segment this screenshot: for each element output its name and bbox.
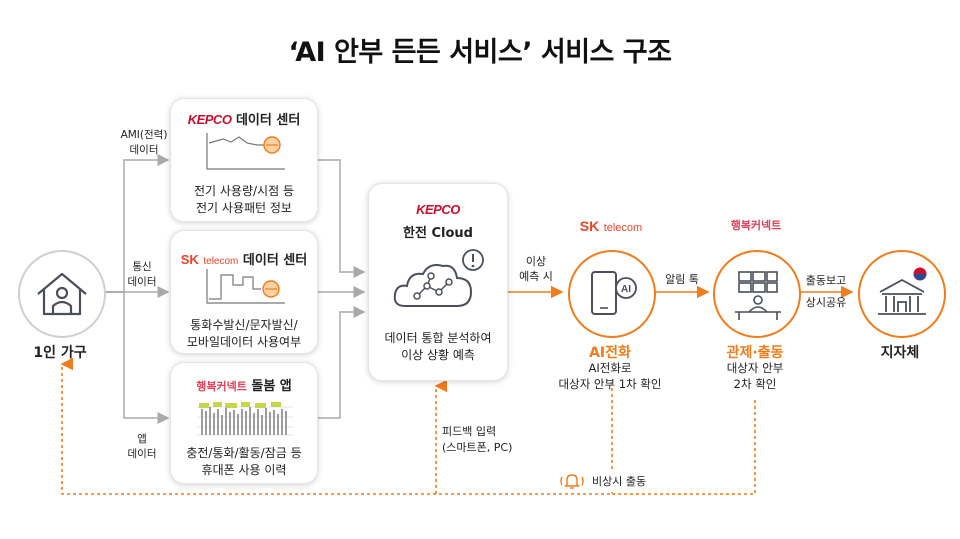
local-gov-circle bbox=[858, 250, 946, 338]
cloud-network-icon bbox=[393, 249, 484, 307]
ai-call-title: AI전화 bbox=[589, 345, 631, 361]
alarm-talk-label: 알림 톡 bbox=[665, 273, 699, 286]
dashed-feedback-lines bbox=[60, 357, 756, 495]
ami-data-label: AMI(전력)데이터 bbox=[120, 129, 168, 156]
care-app-title: 돌봄 앱 bbox=[251, 379, 292, 394]
feedback-input-label: 피드백 입력(스마트폰, PC) bbox=[442, 425, 513, 454]
usage-bars-icon bbox=[197, 402, 293, 436]
ai-call-circle: AI bbox=[568, 250, 656, 338]
kepco-logo: KEPCO bbox=[187, 112, 232, 127]
control-dispatch-circle bbox=[713, 250, 801, 338]
cloud-kepco-logo: KEPCO bbox=[416, 202, 460, 217]
emergency-dispatch-text: 비상시 출동 bbox=[592, 475, 647, 488]
local-gov-title: 지자체 bbox=[880, 345, 920, 361]
house-person-icon bbox=[37, 272, 87, 316]
household-branch-lines bbox=[102, 154, 170, 424]
kepco-data-center-header: KEPCO 데이터 센터 bbox=[171, 109, 317, 128]
monitoring-desk-icon bbox=[735, 271, 781, 320]
household-label: 1인 가구 bbox=[33, 345, 87, 361]
sk-logo: SK bbox=[180, 252, 199, 267]
sk-telecom-logo-text: telecom bbox=[203, 256, 239, 267]
meter-chart-icon bbox=[206, 133, 285, 170]
phone-ai-icon: AI bbox=[591, 271, 637, 315]
emergency-dispatch-label: 비상시 출동 bbox=[556, 470, 686, 492]
control-dispatch-title: 관제·출동 bbox=[726, 345, 784, 361]
household-circle bbox=[18, 250, 106, 338]
ai-icon-text: AI bbox=[621, 284, 631, 295]
government-building-icon bbox=[878, 267, 927, 315]
card-to-cloud-lines bbox=[318, 159, 366, 419]
sk-telecom-logo: SK telecom bbox=[579, 218, 643, 234]
care-app-header: 행복커넥트 돌봄 앱 bbox=[171, 375, 317, 394]
sk-data-center-header: SK telecom 데이터 센터 bbox=[171, 249, 317, 268]
cloud-title: 한전 Cloud bbox=[403, 226, 473, 241]
sk-data-center-desc: 통화수발신/문자발신/모바일데이터 사용여부 bbox=[186, 318, 302, 349]
sk-data-center-title: 데이터 센터 bbox=[242, 253, 308, 268]
signal-chart-icon bbox=[206, 269, 285, 304]
bell-alert-icon bbox=[560, 474, 584, 489]
happy-connect-logo: 행복커넥트 bbox=[196, 380, 247, 393]
page-title: ‘AI 안부 든든 서비스’ 서비스 구조 bbox=[288, 37, 672, 68]
sk-data-center-card: SK telecom 데이터 센터 통화수발신/문자발신/모바일데이터 사용여부 bbox=[170, 230, 318, 354]
kepco-data-center-title: 데이터 센터 bbox=[235, 113, 301, 128]
happy-connect-logo-control: 행복커넥트 bbox=[730, 219, 782, 232]
